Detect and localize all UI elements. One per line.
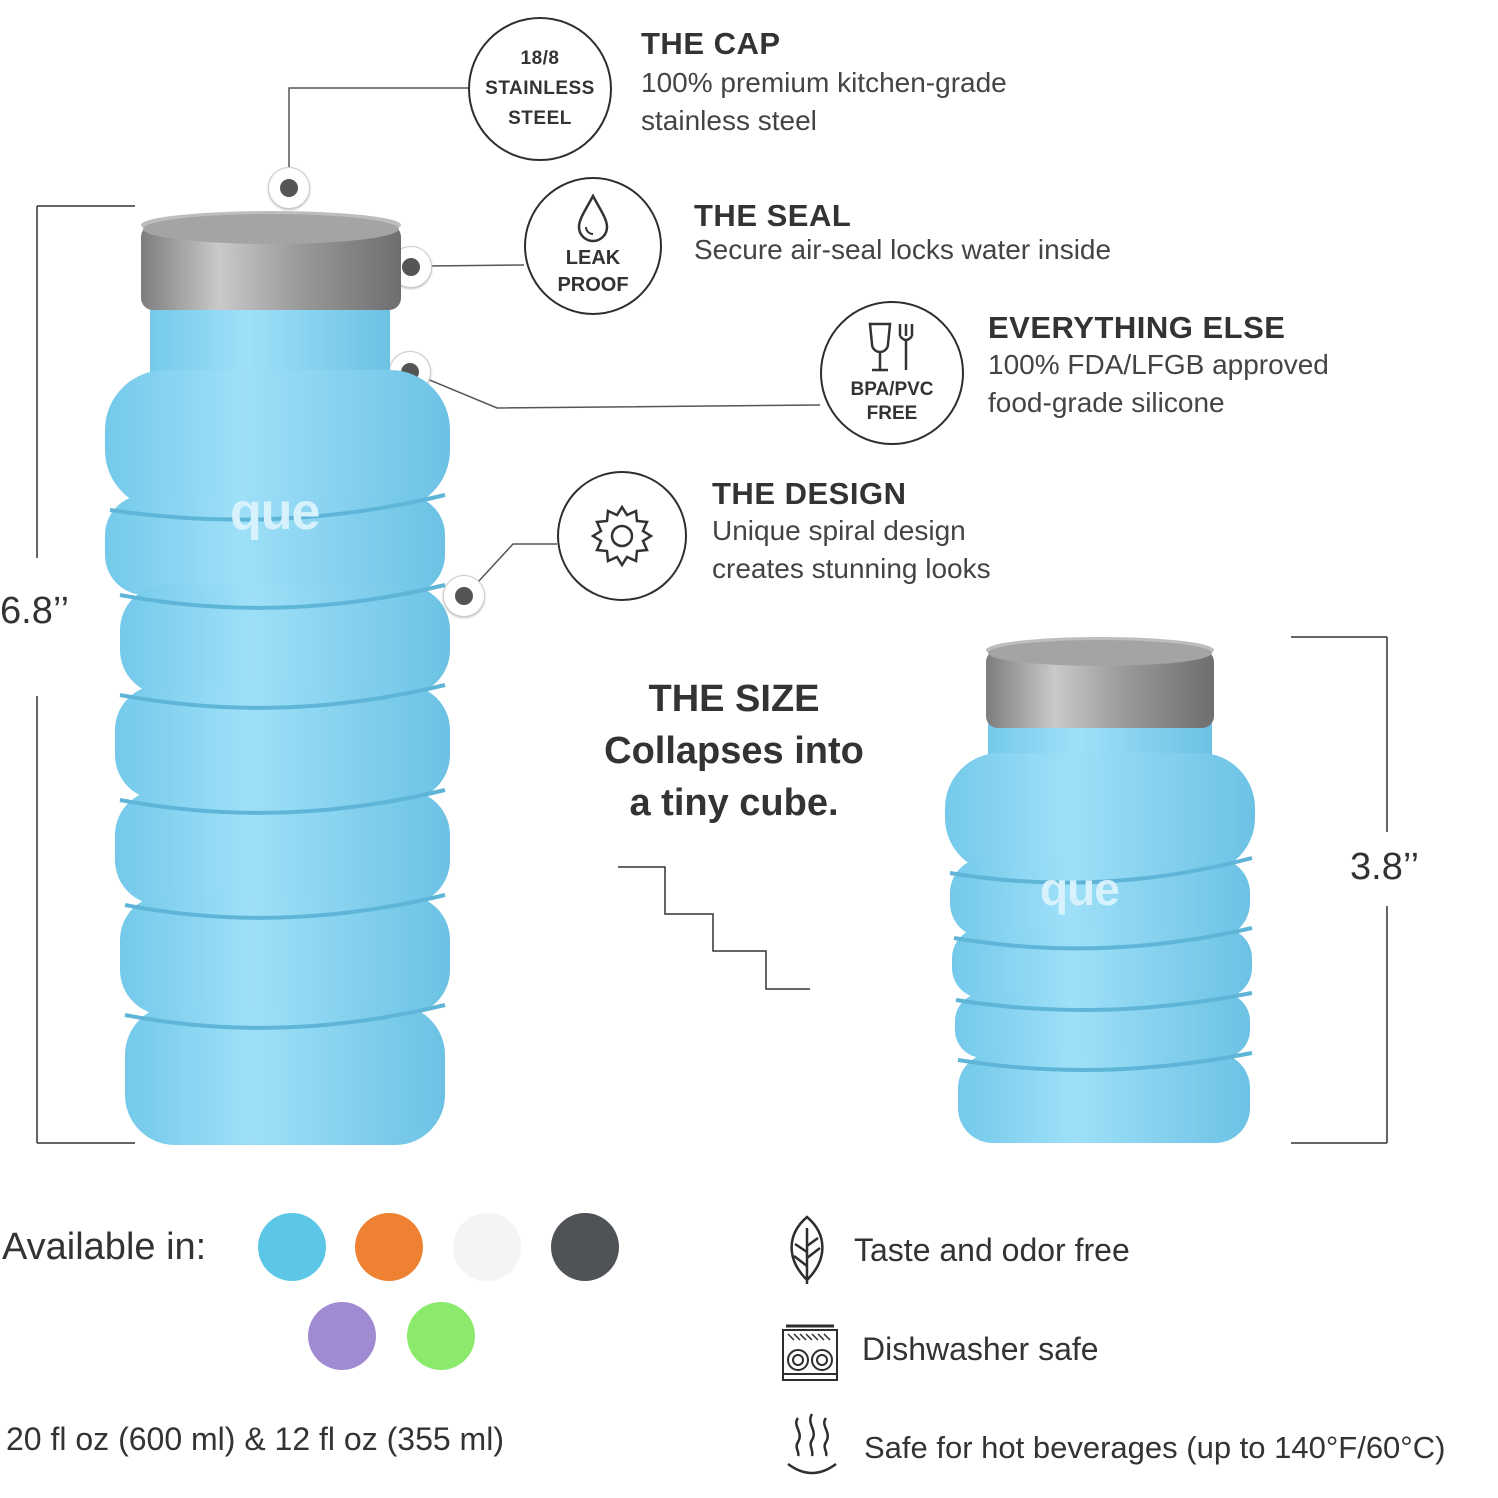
feature-desc-line: 100% premium kitchen-grade <box>641 67 1007 98</box>
size-heading-line: THE SIZE <box>648 678 820 720</box>
leak-proof-badge: LEAK PROOF <box>524 177 662 315</box>
feature-title-seal: THE SEAL <box>694 198 852 233</box>
stainless-steel-badge: 18/8 STAINLESS STEEL <box>468 17 612 161</box>
color-swatch-purple <box>308 1302 376 1370</box>
color-swatch-orange <box>355 1213 423 1281</box>
leaf-icon <box>790 1215 824 1284</box>
benefit-hot-beverages: Safe for hot beverages (up to 140°F/60°C… <box>864 1430 1446 1465</box>
glass-fork-icon <box>868 322 914 372</box>
feature-desc-everything-else: 100% FDA/LFGB approved food-grade silico… <box>988 346 1329 422</box>
badge-line: 18/8 <box>520 48 560 69</box>
feature-desc-seal: Secure air-seal locks water inside <box>694 231 1111 269</box>
bottle-collapsed <box>945 637 1255 1143</box>
feature-title-everything-else: EVERYTHING ELSE <box>988 310 1286 345</box>
pointer-dot-cap <box>268 167 310 209</box>
bottle-logo-expanded: que <box>230 483 320 541</box>
water-drop-icon <box>577 193 609 243</box>
feature-desc-line: Secure air-seal locks water inside <box>694 234 1112 265</box>
badge-line: LEAK <box>565 247 621 269</box>
badge-line: BPA/PVC <box>850 379 934 400</box>
feature-desc-line: food-grade silicone <box>988 387 1225 418</box>
bottle-logo-collapsed: que <box>1040 863 1120 915</box>
bpa-free-badge: BPA/PVC FREE <box>820 301 964 445</box>
capacities-text: 20 fl oz (600 ml) & 12 fl oz (355 ml) <box>6 1421 504 1457</box>
size-heading: THE SIZE Collapses into a tiny cube. <box>574 673 894 829</box>
color-swatch-gray <box>551 1213 619 1281</box>
gear-icon <box>590 504 654 568</box>
bottle-expanded <box>105 211 450 1145</box>
benefit-dishwasher: Dishwasher safe <box>862 1331 1099 1367</box>
feature-title-cap: THE CAP <box>641 26 781 61</box>
collapsed-height-label: 3.8’’ <box>1350 846 1420 888</box>
benefit-taste: Taste and odor free <box>854 1232 1130 1268</box>
size-heading-line: Collapses into <box>604 730 864 772</box>
feature-desc-line: creates stunning looks <box>712 553 991 584</box>
color-swatch-blue <box>258 1213 326 1281</box>
hot-steam-icon <box>787 1413 837 1475</box>
feature-desc-cap: 100% premium kitchen-grade stainless ste… <box>641 64 1007 140</box>
feature-desc-line: 100% FDA/LFGB approved <box>988 349 1329 380</box>
full-height-label: 6.8’’ <box>0 590 70 632</box>
feature-desc-line: Unique spiral design <box>712 515 966 546</box>
design-badge <box>557 471 687 601</box>
badge-line: STEEL <box>508 108 572 129</box>
color-swatch-white <box>453 1213 521 1281</box>
badge-line: PROOF <box>557 274 629 296</box>
size-heading-line: a tiny cube. <box>629 782 839 824</box>
available-label: Available in: <box>2 1226 207 1268</box>
feature-desc-design: Unique spiral design creates stunning lo… <box>712 512 991 588</box>
dishwasher-icon <box>782 1324 838 1381</box>
feature-desc-line: stainless steel <box>641 105 817 136</box>
color-swatch-green <box>407 1302 475 1370</box>
feature-title-design: THE DESIGN <box>712 476 907 511</box>
badge-line: STAINLESS <box>485 78 595 99</box>
pointer-dot-design <box>443 575 485 617</box>
badge-line: FREE <box>866 403 918 424</box>
